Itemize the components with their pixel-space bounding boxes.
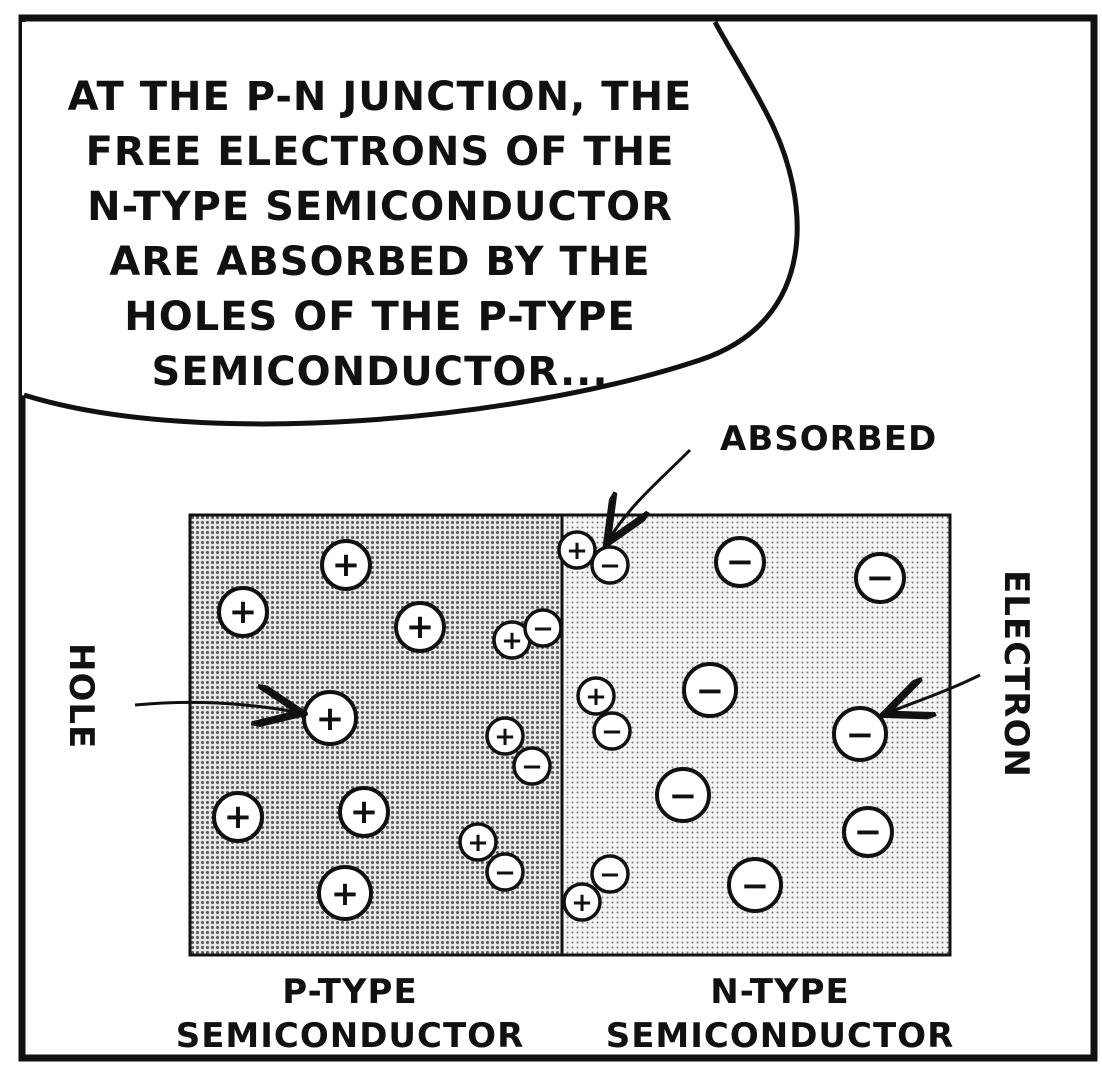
hole-arrow — [134, 702, 296, 712]
svg-text:+: + — [350, 792, 379, 832]
electron-particle: − — [655, 767, 711, 823]
bubble-line-5: HOLES OF THE P-TYPE — [124, 294, 636, 340]
hole-particle: + — [320, 539, 372, 591]
electron-particle: − — [842, 806, 894, 858]
electron-particle: − — [714, 536, 766, 588]
holes: + + + + + + + — [212, 539, 446, 921]
svg-text:+: + — [494, 722, 516, 752]
bubble-line-4: ARE ABSORBED BY THE — [109, 239, 650, 285]
electron-particle: − — [832, 706, 888, 762]
svg-text:−: − — [866, 558, 895, 598]
svg-text:−: − — [696, 671, 725, 711]
svg-text:−: − — [494, 858, 516, 888]
svg-text:+: + — [406, 607, 435, 647]
svg-text:+: + — [566, 536, 588, 566]
electron-particle: − — [682, 662, 738, 718]
absorbed-pair: + − — [492, 608, 563, 660]
svg-text:−: − — [726, 542, 755, 582]
n-type-caption: N-TYPE SEMICONDUCTOR — [606, 972, 955, 1056]
absorbed-arrow — [610, 448, 692, 538]
electron-particle: − — [727, 857, 783, 913]
electron-label: ELECTRON — [996, 570, 1036, 778]
absorbed-pair: + − — [458, 822, 525, 892]
p-type-caption-line-1: P-TYPE — [282, 972, 417, 1012]
svg-text:+: + — [331, 874, 360, 914]
hole-particle: + — [302, 690, 358, 746]
absorbed-label: ABSORBED — [720, 419, 937, 459]
svg-text:−: − — [599, 860, 621, 890]
electrons: − − − − − − − — [655, 536, 906, 913]
absorbed-pair: + − — [557, 530, 630, 585]
hole-particle: + — [338, 786, 390, 838]
speech-bubble: AT THE P-N JUNCTION, THE FREE ELECTRONS … — [22, 20, 800, 427]
electron-arrow — [890, 673, 981, 712]
absorbed-pair: + − — [485, 716, 552, 786]
bubble-line-3: N-TYPE SEMICONDUCTOR — [87, 184, 673, 230]
svg-text:+: + — [316, 699, 345, 739]
svg-text:+: + — [467, 828, 489, 858]
bubble-line-6: SEMICONDUCTOR... — [151, 349, 608, 395]
hole-label: HOLE — [61, 643, 101, 749]
n-type-caption-line-2: SEMICONDUCTOR — [606, 1016, 955, 1056]
hole-particle: + — [394, 601, 446, 653]
hole-particle: + — [317, 865, 373, 921]
svg-text:−: − — [846, 715, 875, 755]
p-type-caption-line-2: SEMICONDUCTOR — [176, 1016, 525, 1056]
svg-text:+: + — [229, 592, 258, 632]
svg-text:+: + — [332, 545, 361, 585]
svg-text:+: + — [585, 682, 607, 712]
bubble-line-1: AT THE P-N JUNCTION, THE — [68, 74, 693, 120]
svg-text:−: − — [599, 551, 621, 581]
speech-bubble-text: AT THE P-N JUNCTION, THE FREE ELECTRONS … — [68, 74, 693, 395]
svg-text:+: + — [224, 797, 253, 837]
p-type-caption: P-TYPE SEMICONDUCTOR — [176, 972, 525, 1056]
hole-particle: + — [217, 586, 269, 638]
svg-text:−: − — [669, 776, 698, 816]
absorbed-pair: + − — [562, 854, 630, 922]
n-type-caption-line-1: N-TYPE — [710, 972, 850, 1012]
svg-text:−: − — [741, 866, 770, 906]
svg-text:+: + — [501, 626, 523, 656]
svg-text:+: + — [571, 888, 593, 918]
absorbed-pair: + − — [576, 676, 632, 751]
svg-text:−: − — [854, 812, 883, 852]
hole-particle: + — [212, 791, 264, 843]
svg-text:−: − — [532, 614, 554, 644]
electron-particle: − — [854, 552, 906, 604]
bubble-line-2: FREE ELECTRONS OF THE — [86, 129, 675, 175]
svg-text:−: − — [601, 717, 623, 747]
svg-text:−: − — [521, 752, 543, 782]
absorbed-pairs: + − + − + − + − + − — [458, 530, 632, 922]
